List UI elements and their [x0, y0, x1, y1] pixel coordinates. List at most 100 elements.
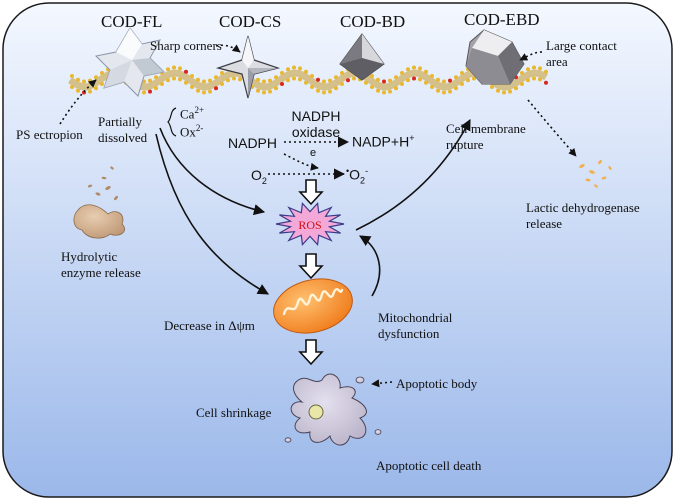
- lipid-head: [328, 78, 332, 83]
- lipid-head: [160, 82, 164, 86]
- lipid-head: [226, 78, 230, 83]
- lipid-head: [406, 78, 410, 83]
- lipid-head: [466, 78, 470, 83]
- nadph-oxidase-label: NADPH oxidase: [291, 108, 341, 140]
- lipid-head: [412, 65, 416, 70]
- lipid-head: [172, 76, 176, 81]
- ps-ectropion-label: PS ectropion: [16, 127, 83, 142]
- lipid-head: [238, 77, 242, 82]
- lipid-head: [292, 65, 296, 70]
- lipid-head: [220, 71, 224, 75]
- lipid-head: [70, 74, 74, 78]
- lipid-head: [280, 82, 284, 86]
- lipid-head: [220, 82, 224, 86]
- lipid-head: [298, 66, 302, 71]
- hydrolytic-enzyme-label: Hydrolytic enzyme release: [61, 249, 141, 280]
- crystal-title-cod-cs: COD-CS: [219, 12, 282, 31]
- lipid-head: [460, 71, 464, 75]
- lipid-head: [346, 78, 350, 83]
- lipid-head: [454, 75, 458, 80]
- lipid-head: [400, 82, 404, 86]
- lipid-head: [424, 69, 428, 74]
- lipid-head: [544, 69, 548, 74]
- lipid-head: [262, 79, 266, 84]
- lipid-head: [190, 85, 194, 89]
- lipid-head: [286, 67, 290, 72]
- lipid-head: [202, 79, 206, 84]
- lipid-head: [214, 86, 218, 91]
- ros-burst-icon: [275, 202, 345, 246]
- mitochondrial-dysfunction-label: Mitochondrial dysfunction: [378, 310, 453, 341]
- lipid-head: [520, 82, 524, 86]
- lipid-head: [370, 85, 374, 89]
- hollow-down-arrows: [298, 179, 324, 366]
- superoxide-label: •O2-: [346, 166, 369, 186]
- lipid-head: [190, 74, 194, 78]
- lipid-head: [82, 79, 86, 84]
- large-contact-label: Large contact area: [546, 38, 617, 69]
- ion-brace: [167, 107, 177, 137]
- lipid-head: [196, 88, 200, 93]
- lipid-head: [442, 90, 446, 95]
- lipid-head: [382, 79, 386, 84]
- lipid-head: [322, 79, 326, 84]
- lipid-head: [292, 76, 296, 81]
- lipid-head: [502, 90, 506, 95]
- lipid-head: [394, 75, 398, 80]
- membrane-rupture-label: Cell membrane rupture: [446, 121, 526, 152]
- lipid-head: [526, 78, 530, 83]
- lipid-head: [316, 88, 320, 93]
- crystal-title-cod-bd: COD-BD: [340, 12, 406, 31]
- lipid-head: [532, 76, 536, 81]
- sharp-corners-label: Sharp corners: [150, 38, 222, 53]
- oxygen-label: O2: [251, 167, 267, 186]
- lipid-head: [148, 89, 152, 94]
- lipid-head: [208, 89, 212, 94]
- lipid-head: [178, 66, 182, 71]
- lipid-head: [508, 89, 512, 94]
- lipid-head: [334, 86, 338, 91]
- lipid-head: [196, 77, 200, 82]
- lipid-head: [316, 77, 320, 82]
- lipid-head: [304, 80, 308, 85]
- lipid-head: [376, 77, 380, 82]
- lipid-head: [286, 78, 290, 83]
- lipid-head: [310, 74, 314, 78]
- partially-dissolved-label: Partially dissolved: [98, 114, 148, 145]
- lipid-head: [388, 78, 392, 83]
- lipid-head: [274, 75, 278, 80]
- lipid-head: [430, 74, 434, 78]
- lipid-head: [442, 79, 446, 84]
- nadp-label: NADP+H+: [352, 133, 415, 150]
- lipid-head: [370, 74, 374, 78]
- hydrolytic-enzyme-icon: [73, 166, 126, 239]
- lipid-head: [88, 89, 92, 94]
- crystal-cod-ebd: [465, 29, 525, 85]
- crystal-title-cod-ebd: COD-EBD: [464, 10, 540, 29]
- lipid-head: [172, 65, 176, 70]
- crystal-cod-bd: [339, 33, 385, 81]
- lipid-head: [526, 67, 530, 72]
- lipid-head: [328, 89, 332, 94]
- lipid-head: [544, 80, 548, 85]
- apoptotic-death-label: Apoptotic cell death: [376, 458, 482, 473]
- lipid-head: [214, 75, 218, 80]
- lipid-head: [184, 80, 188, 85]
- solid-arrows: [155, 119, 471, 297]
- lipid-head: [454, 86, 458, 91]
- lipid-head: [184, 69, 188, 74]
- lipid-head: [448, 89, 452, 94]
- lipid-head: [322, 90, 326, 95]
- dotted-arrows: [59, 44, 577, 388]
- lipid-head: [412, 76, 416, 81]
- lipid-head: [166, 67, 170, 72]
- lipid-head: [100, 82, 104, 86]
- lipid-head: [310, 85, 314, 89]
- lipid-head: [538, 66, 542, 71]
- cell-membrane: [67, 65, 548, 95]
- lipid-head: [256, 77, 260, 82]
- lipid-head: [178, 77, 182, 82]
- lipid-head: [268, 89, 272, 94]
- lipid-head: [280, 71, 284, 75]
